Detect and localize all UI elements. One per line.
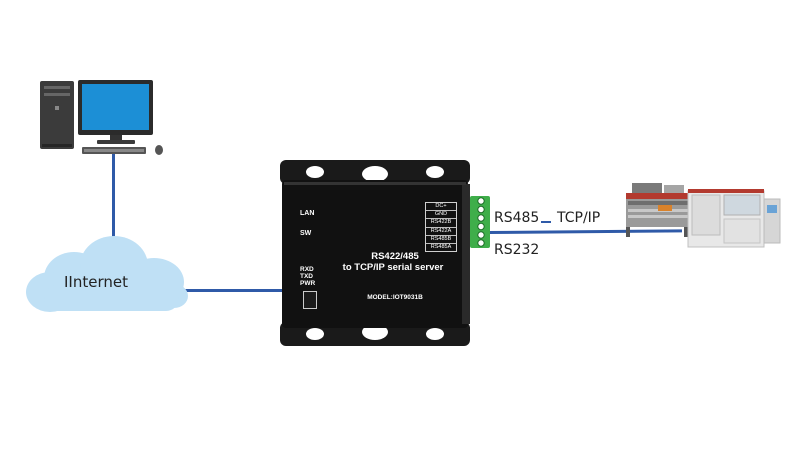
device-title-line2: to TCP/IP serial server <box>342 262 444 273</box>
wire-cloud-to-device <box>185 289 282 292</box>
link-label-rs232: RS232 <box>494 242 540 258</box>
port-label-gnd: GND <box>426 211 456 220</box>
computer-icon <box>40 80 163 155</box>
port-label-rs485a: RS485A <box>430 243 452 250</box>
device-title-line1: RS422/485 <box>371 251 419 262</box>
led-label-sw: SW <box>300 230 312 237</box>
industrial-machine-icon <box>626 183 781 248</box>
port-label-rs422a: RS422A <box>426 228 456 236</box>
port-label-rs422b: RS422B <box>426 219 456 228</box>
cloud-icon <box>26 236 188 312</box>
link-label-tcpip: TCP/IP <box>557 210 601 226</box>
wire-computer-to-cloud <box>112 150 115 255</box>
link-label-rs485: RS485 <box>494 210 540 226</box>
port-label-rs485b: RS485B <box>426 236 456 244</box>
cloud-label: IInternet <box>64 273 128 291</box>
device-model: MODEL:IOT9031B <box>367 294 423 301</box>
link-separator <box>541 221 551 223</box>
led-label-lan: LAN <box>300 210 315 217</box>
led-label-txd: TXD <box>300 273 313 280</box>
led-label-pwr: PWR <box>300 280 316 287</box>
led-label-rxd: RXD <box>300 266 314 273</box>
terminal-block <box>470 196 490 248</box>
device-chassis <box>280 160 470 346</box>
port-label-dc: DC+ <box>426 203 456 212</box>
reset-port <box>303 291 317 309</box>
port-label-panel: DC+ GND RS422B RS422A RS485B RS485A <box>425 202 457 253</box>
